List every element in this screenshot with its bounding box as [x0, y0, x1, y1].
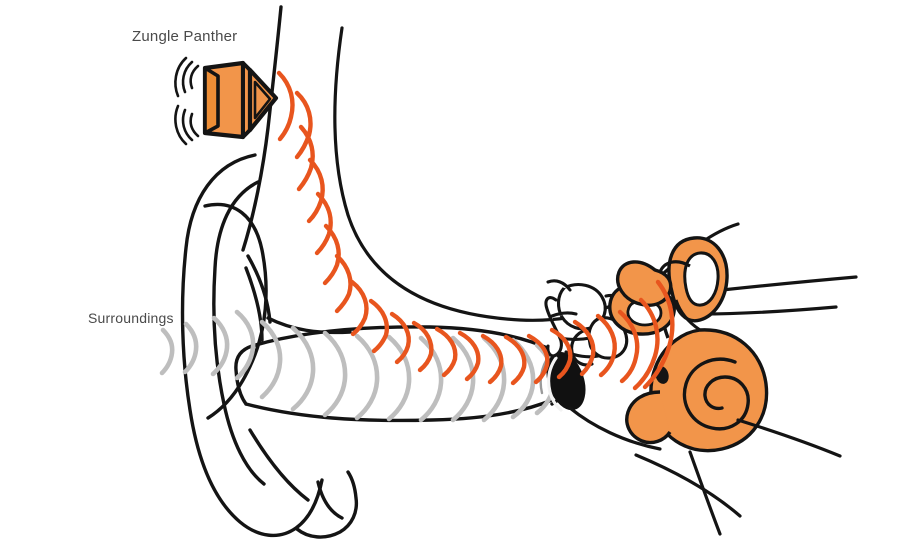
label-zungle-panther: Zungle Panther: [132, 28, 238, 45]
device-sound-waves: [276, 70, 675, 391]
ambient-sound-waves: [159, 309, 557, 423]
label-surroundings: Surroundings: [88, 310, 174, 326]
device-speaker[interactable]: [202, 60, 279, 140]
pinna-outer-ear: [180, 153, 359, 539]
device-vibration-marks: [174, 56, 200, 146]
eustachian-tube: [568, 406, 842, 536]
